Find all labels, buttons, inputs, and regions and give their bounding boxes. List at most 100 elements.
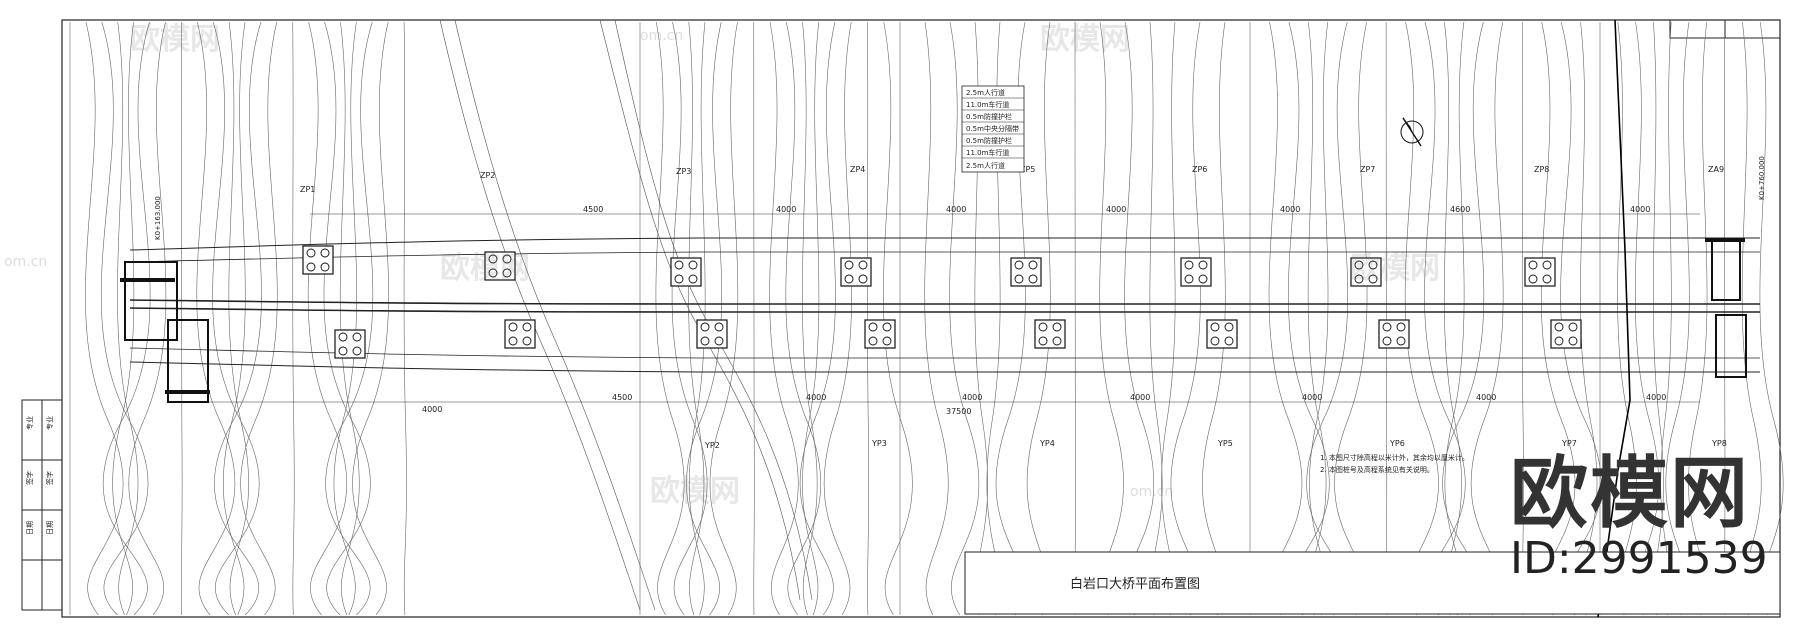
pile [352, 346, 362, 356]
pile [1396, 322, 1406, 332]
contour-line [688, 21, 705, 616]
legend-row: 2.5m人行道 [966, 88, 1005, 97]
pile [1528, 260, 1538, 270]
pile-cap [840, 257, 872, 287]
pile-cap [864, 319, 896, 349]
pier-label: YP6 [1389, 439, 1405, 448]
drawing-frame [61, 19, 1781, 618]
drawing-notes: 1. 本图尺寸除高程以米计外，其余均以厘米计。 2. 本图桩号及高程系统见有关说… [1320, 453, 1469, 474]
pile [1014, 274, 1024, 284]
pile [882, 336, 892, 346]
contour-line [223, 21, 246, 616]
legend-row: 11.0m车行道 [966, 148, 1009, 157]
dimension-value: 4000 [1646, 393, 1666, 402]
pile [1382, 322, 1392, 332]
pile [1014, 260, 1024, 270]
signature-sidebar: 专业 专业 签字 签字 日期 日期 [21, 399, 63, 611]
contour-line [213, 21, 262, 616]
slope-hatching [439, 19, 813, 611]
contour-line [802, 21, 820, 616]
pile [1368, 274, 1378, 284]
faint-watermark: 欧模网 [1350, 251, 1440, 286]
pile [502, 268, 512, 278]
pier-label: ZP3 [676, 167, 691, 176]
legend-row: 0.5m中央分隔带 [966, 124, 1019, 133]
pile [1038, 336, 1048, 346]
note-line: 2. 本图桩号及高程系统见有关说明。 [1320, 465, 1434, 474]
contour-line [112, 21, 135, 616]
contour-line [307, 21, 348, 616]
contour-line [1309, 21, 1329, 616]
pile-cap [1378, 319, 1410, 349]
pier-label: YP7 [1561, 439, 1577, 448]
station-label-end: K0+760.000 [1758, 156, 1766, 200]
pile [1210, 336, 1220, 346]
contour-line [823, 21, 852, 616]
contour-line [128, 21, 167, 616]
pile [688, 260, 698, 270]
pile [688, 274, 698, 284]
pile-caps [302, 245, 1582, 359]
legend-row: 11.0m车行道 [966, 100, 1009, 109]
pile [306, 262, 316, 272]
faint-watermark: 欧模网 [1040, 22, 1130, 57]
dimension-value: 4000 [776, 205, 796, 214]
pile-cap [1034, 319, 1066, 349]
sidebar-cell-3: 签字 [25, 471, 34, 485]
pile-cap [302, 245, 334, 275]
pile [1554, 336, 1564, 346]
pier-label: YP3 [871, 439, 887, 448]
contour-line [1385, 21, 1388, 616]
drawing-title: 白岩口大桥平面布置图 [1069, 576, 1200, 592]
contour-line [1149, 21, 1163, 616]
legend-row: 0.5m防撞护栏 [966, 136, 1012, 145]
faint-watermark: 欧模网 [440, 251, 530, 286]
pile [714, 322, 724, 332]
pile [1568, 322, 1578, 332]
contour-line [1444, 21, 1465, 616]
contour-line [1170, 21, 1201, 616]
pier-label: YP5 [1217, 439, 1233, 448]
title-block: 白岩口大桥平面布置图 [965, 552, 1305, 612]
pile [1354, 274, 1364, 284]
contour-line [85, 21, 124, 616]
brand-logo: 欧模网 [1510, 449, 1751, 539]
contour-line [240, 21, 278, 616]
contour-line [1404, 21, 1439, 616]
section-legend: 2.5m人行道 11.0m车行道 0.5m防撞护栏 0.5m中央分隔带 0.5m… [961, 85, 1025, 173]
contour-line [1124, 21, 1154, 616]
pile [1038, 322, 1048, 332]
pile [1542, 274, 1552, 284]
pile [868, 336, 878, 346]
bridge-deck [129, 237, 1760, 373]
contour-line [799, 21, 836, 616]
pile-cap [1206, 319, 1238, 349]
contour-line [686, 21, 722, 616]
pile [1224, 336, 1234, 346]
dimension-value: 4000 [1630, 205, 1650, 214]
contour-line [753, 21, 755, 616]
contour-line [292, 21, 295, 616]
pier-label: ZP7 [1360, 165, 1375, 174]
pile [1528, 274, 1538, 284]
pier-label: ZP4 [850, 165, 865, 174]
dimension-value: 4000 [1106, 205, 1126, 214]
contour-line [709, 21, 739, 616]
pier-label: ZP1 [300, 185, 315, 194]
contour-line [769, 21, 799, 616]
contour-line [949, 21, 980, 616]
dimension-lines [170, 213, 1700, 403]
dimension-value: 4000 [1280, 205, 1300, 214]
contour-line [339, 21, 360, 616]
pier-label: YP2 [704, 441, 720, 450]
pile [714, 336, 724, 346]
pile [338, 346, 348, 356]
pile [1568, 336, 1578, 346]
contour-line [1026, 21, 1051, 616]
pile [522, 336, 532, 346]
contour-line [924, 21, 949, 616]
dimension-text-top: 4500 4000 4000 4000 4000 4600 4000 [583, 205, 1650, 214]
pile-cap [1550, 319, 1582, 349]
pile [844, 260, 854, 270]
pile [1198, 274, 1208, 284]
